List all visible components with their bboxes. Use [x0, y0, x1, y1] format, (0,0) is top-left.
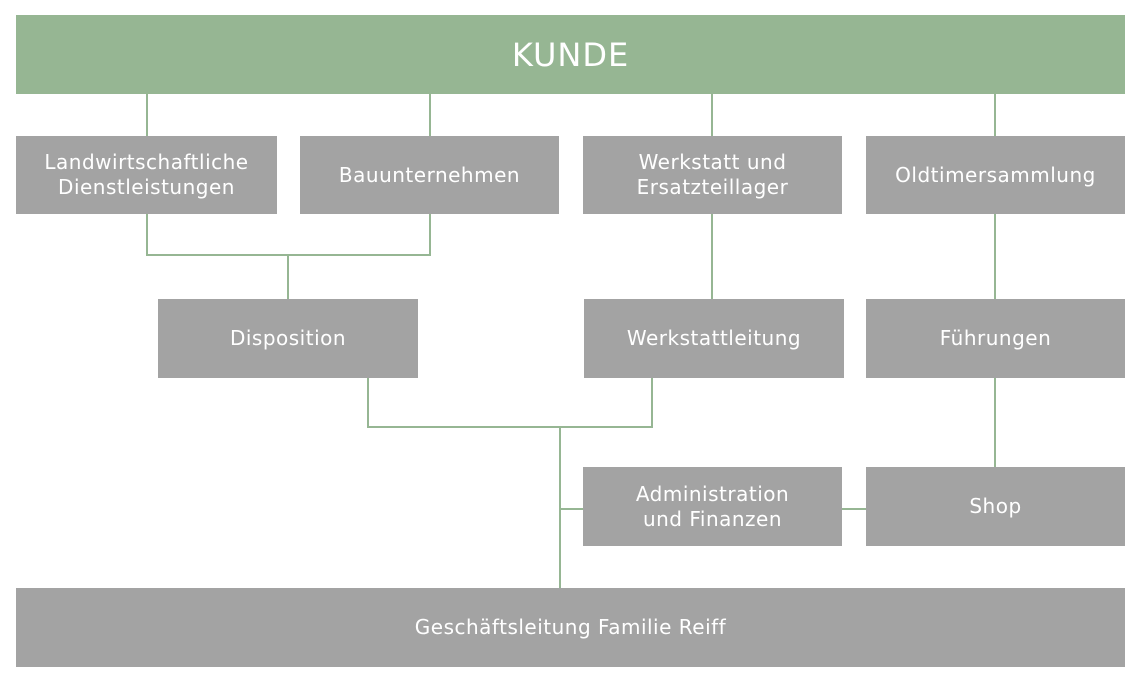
- box-disposition: Disposition: [158, 299, 418, 378]
- box-bauunternehmen: Bauunternehmen: [300, 136, 559, 214]
- box-label-line: Ersatzteillager: [636, 175, 789, 199]
- kunde-header: KUNDE: [16, 15, 1125, 94]
- box-label: Disposition: [229, 326, 347, 350]
- box-fuehrungen: Führungen: [866, 299, 1125, 378]
- box-shop: Shop: [866, 467, 1125, 546]
- box-label-line: Dienstleistungen: [58, 175, 235, 199]
- box-oldtimersammlung: Oldtimersammlung: [866, 136, 1125, 214]
- box-label: Bauunternehmen: [338, 162, 521, 187]
- box-label-line: und Finanzen: [642, 506, 783, 531]
- box-label-line: Administration: [635, 481, 790, 506]
- connector-top-left-merge: [146, 214, 431, 256]
- box-label-line: Werkstatt und: [638, 150, 787, 174]
- box-werkstattleitung: Werkstattleitung: [584, 299, 844, 378]
- connector-middle-merge: [367, 378, 653, 428]
- box-label: Shop: [969, 494, 1022, 518]
- box-label-line: Landwirtschaftliche: [44, 150, 249, 174]
- box-werkstatt-ersatzteillager: Werkstatt und Ersatzteillager: [583, 136, 842, 214]
- box-label: Oldtimersammlung: [895, 162, 1096, 187]
- box-label: Führungen: [939, 326, 1052, 350]
- box-landwirtschaftliche-dienstleistungen: Landwirtschaftliche Dienstleistungen: [16, 136, 277, 214]
- box-geschaeftsleitung: Geschäftsleitung Familie Reiff: [16, 588, 1125, 667]
- box-label: Werkstattleitung: [626, 326, 802, 350]
- box-administration-finanzen: Administration und Finanzen: [583, 467, 842, 546]
- box-label: Geschäftsleitung Familie Reiff: [414, 615, 727, 639]
